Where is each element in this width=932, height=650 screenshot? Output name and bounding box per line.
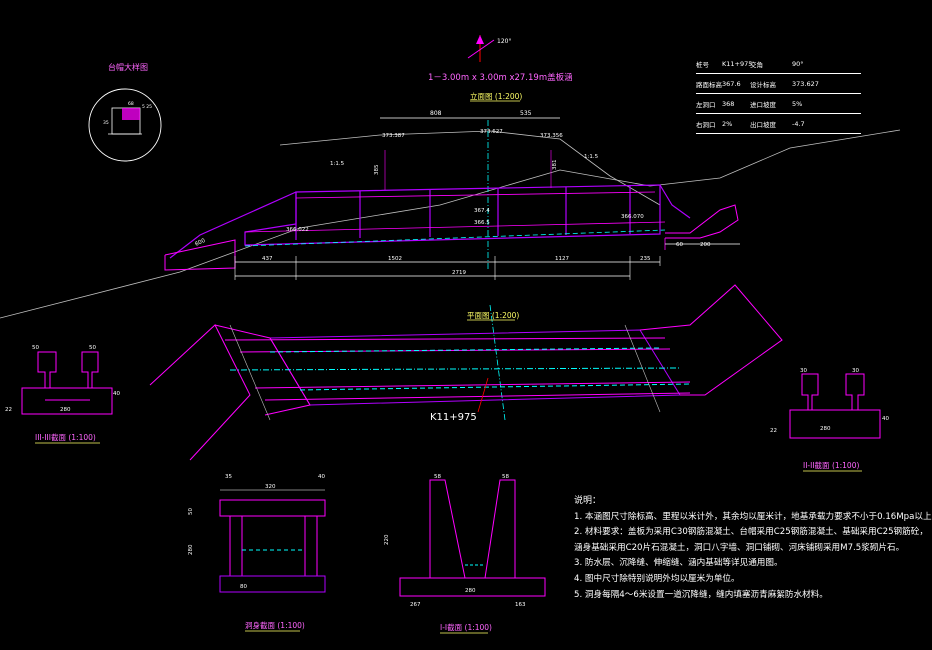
svg-text:50: 50 bbox=[188, 508, 194, 515]
svg-text:535: 535 bbox=[520, 110, 532, 117]
station-label: K11+975 bbox=[430, 412, 477, 423]
svg-text:373.356: 373.356 bbox=[540, 133, 563, 139]
detail-title: 台帽大样图 bbox=[108, 62, 148, 72]
svg-text:40: 40 bbox=[318, 474, 325, 480]
culvert-elevation bbox=[169, 184, 691, 259]
section-2 bbox=[789, 373, 881, 439]
svg-text:35: 35 bbox=[103, 120, 109, 126]
svg-text:385: 385 bbox=[374, 164, 380, 175]
svg-text:2719: 2719 bbox=[452, 270, 466, 276]
section-1 bbox=[399, 479, 546, 597]
svg-text:30: 30 bbox=[852, 368, 859, 374]
svg-text:80: 80 bbox=[240, 584, 247, 590]
svg-text:22: 22 bbox=[5, 407, 12, 413]
svg-text:220: 220 bbox=[384, 534, 390, 545]
svg-text:373.627: 373.627 bbox=[480, 129, 503, 135]
note-item: 5. 洞身每隔4～6米设置一道沉降缝，缝内填塞沥青麻絮防水材料。 bbox=[574, 589, 828, 600]
road-surface bbox=[279, 130, 661, 206]
north-arrow-icon: 120° bbox=[467, 35, 511, 62]
drawing-title: 1－3.00m x 3.00m x27.19m盖板涵 bbox=[428, 72, 573, 83]
note-item: 3. 防水层、沉降缝、伸缩缝、涵内基础等详见通用图。 bbox=[574, 558, 783, 569]
notes-block: 说明： 1. 本涵图尺寸除标高、里程以米计外，其余均以厘米计，地基承载力要求不小… bbox=[574, 494, 932, 603]
svg-text:1:1.5: 1:1.5 bbox=[330, 161, 345, 167]
svg-text:235: 235 bbox=[640, 256, 651, 262]
svg-text:366.070: 366.070 bbox=[621, 214, 644, 220]
ground-line bbox=[0, 129, 901, 319]
svg-text:437: 437 bbox=[262, 256, 273, 262]
svg-text:280: 280 bbox=[820, 426, 831, 432]
svg-text:367.4: 367.4 bbox=[474, 208, 490, 214]
plan-title: 平面图 (1:200) bbox=[467, 311, 519, 320]
svg-text:50: 50 bbox=[32, 345, 39, 351]
cad-drawing: 120° 1－3.00m x 3.00m x27.19m盖板涵 立面图 (1:2… bbox=[0, 35, 901, 634]
svg-text:50: 50 bbox=[89, 345, 96, 351]
notes-heading: 说明： bbox=[574, 496, 602, 506]
plan-center-line bbox=[489, 304, 506, 421]
section2-title: II-II截面 (1:100) bbox=[803, 460, 859, 470]
note-item: 1. 本涵图尺寸除标高、里程以米计外，其余均以厘米计，地基承载力要求不小于0.1… bbox=[574, 511, 932, 522]
svg-text:381: 381 bbox=[552, 160, 558, 171]
svg-text:320: 320 bbox=[265, 484, 276, 490]
info-row: 左洞口 368 进口坡度 5% bbox=[696, 94, 861, 114]
skew-angle-label: 120° bbox=[497, 38, 511, 45]
note-item: 2. 材料要求：盖板为采用C30钢筋混凝土、台帽采用C25钢筋混凝土、基础采用C… bbox=[574, 527, 928, 538]
svg-text:280: 280 bbox=[465, 588, 476, 594]
note-item: 4. 图中尺寸除特别说明外均以厘米为单位。 bbox=[574, 573, 740, 584]
section3-title: III-III截面 (1:100) bbox=[35, 432, 96, 442]
svg-text:600: 600 bbox=[194, 238, 207, 248]
svg-text:1502: 1502 bbox=[388, 256, 402, 262]
info-row: 路面标高 367.6 设计标高 373.627 bbox=[696, 74, 861, 94]
svg-text:808: 808 bbox=[430, 110, 442, 117]
svg-text:267: 267 bbox=[410, 602, 421, 608]
svg-text:366.022: 366.022 bbox=[286, 227, 309, 233]
svg-text:68: 68 bbox=[128, 101, 134, 107]
elevation-title: 立面图 (1:200) bbox=[470, 91, 522, 101]
svg-text:373.387: 373.387 bbox=[382, 133, 405, 139]
svg-text:22: 22 bbox=[770, 428, 777, 434]
section1-title: I-I截面 (1:100) bbox=[440, 622, 492, 632]
svg-text:40: 40 bbox=[113, 391, 120, 397]
barrel-section bbox=[219, 499, 326, 593]
svg-text:163: 163 bbox=[515, 602, 526, 608]
svg-text:280: 280 bbox=[188, 544, 194, 555]
svg-text:280: 280 bbox=[60, 407, 71, 413]
svg-text:60: 60 bbox=[676, 242, 683, 248]
info-table: 桩号 K11+975 交角 90° 路面标高 367.6 设计标高 373.62… bbox=[696, 54, 861, 134]
svg-text:58: 58 bbox=[434, 474, 441, 480]
svg-text:40: 40 bbox=[882, 416, 889, 422]
svg-text:58: 58 bbox=[502, 474, 509, 480]
svg-text:200: 200 bbox=[700, 242, 711, 248]
detail-circle bbox=[88, 88, 162, 162]
svg-text:1127: 1127 bbox=[555, 256, 569, 262]
note-item: 涵身基础采用C20片石混凝土，洞口八字墙、洞口铺砌、河床铺砌采用M7.5浆砌片石… bbox=[574, 542, 905, 553]
info-row: 桩号 K11+975 交角 90° bbox=[696, 54, 861, 74]
culvert-plan bbox=[149, 284, 783, 461]
svg-text:35: 35 bbox=[225, 474, 232, 480]
svg-text:366.5: 366.5 bbox=[474, 220, 490, 226]
info-row: 右洞口 2% 出口坡度 -4.7 bbox=[696, 114, 861, 134]
barrel-title: 洞身截面 (1:100) bbox=[245, 620, 305, 630]
section-3 bbox=[21, 351, 113, 415]
svg-text:30: 30 bbox=[800, 368, 807, 374]
svg-text:1:1.5: 1:1.5 bbox=[584, 154, 599, 160]
svg-text:5 25: 5 25 bbox=[142, 104, 152, 110]
